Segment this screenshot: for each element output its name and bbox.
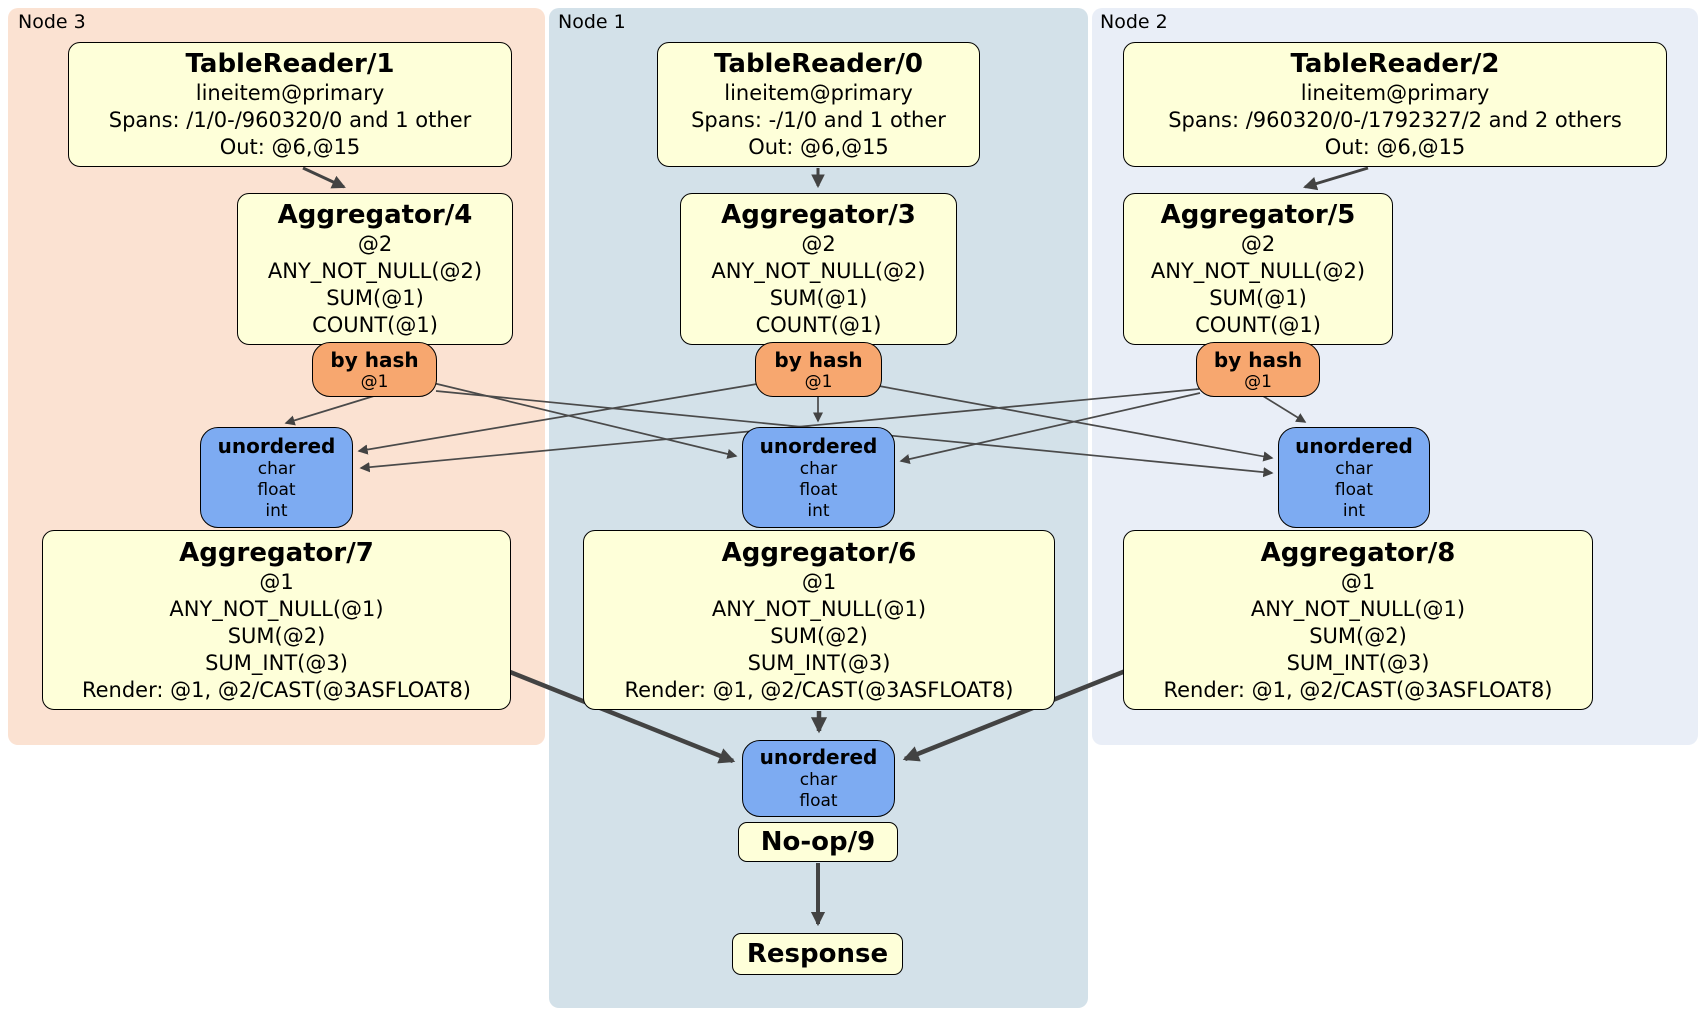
router-by-hash-node2: by hash @1 — [1196, 342, 1320, 397]
processor-title: Aggregator/5 — [1160, 200, 1356, 230]
box-aggregator-5: Aggregator/5 @2 ANY_NOT_NULL(@2) SUM(@1)… — [1123, 193, 1393, 345]
box-aggregator-3: Aggregator/3 @2 ANY_NOT_NULL(@2) SUM(@1)… — [680, 193, 957, 345]
box-aggregator-6: Aggregator/6 @1 ANY_NOT_NULL(@1) SUM(@2)… — [583, 530, 1055, 710]
edge-hash2-un1 — [899, 392, 1201, 465]
router-by-hash-node1: by hash @1 — [755, 342, 882, 397]
sync-unordered-node2: unordered char float int — [1278, 427, 1430, 528]
processor-title: Aggregator/3 — [721, 200, 916, 230]
box-aggregator-4: Aggregator/4 @2 ANY_NOT_NULL(@2) SUM(@1)… — [237, 193, 513, 345]
sync-unordered-final: unordered char float — [742, 740, 895, 817]
edge-hash1-un3 — [357, 383, 758, 455]
region-label-node3: Node 3 — [18, 11, 86, 33]
edge-agg8-unb — [902, 667, 1129, 762]
box-tablereader-1: TableReader/1 lineitem@primary Spans: /1… — [68, 42, 512, 167]
edge-tr1-agg4 — [302, 166, 346, 189]
box-aggregator-8: Aggregator/8 @1 ANY_NOT_NULL(@1) SUM(@2)… — [1123, 530, 1593, 710]
sync-unordered-node1: unordered char float int — [742, 427, 895, 528]
processor-title: Aggregator/8 — [1260, 537, 1456, 568]
processor-title: TableReader/0 — [714, 49, 923, 79]
edge-agg7-unb — [504, 667, 736, 764]
processor-title: TableReader/1 — [185, 49, 395, 79]
box-tablereader-2: TableReader/2 lineitem@primary Spans: /9… — [1123, 42, 1667, 167]
edges-tablereader-to-aggregator — [302, 166, 1369, 191]
region-label-node1: Node 1 — [558, 11, 626, 33]
processor-title: Aggregator/4 — [277, 200, 473, 230]
edge-hash2-un2 — [1262, 395, 1307, 423]
region-label-node2: Node 2 — [1100, 11, 1168, 33]
edge-tr2-agg5 — [1303, 166, 1369, 191]
edges-aggregator-to-final-sync — [504, 667, 1129, 764]
edge-hash3-un1 — [432, 382, 738, 459]
processor-title: Aggregator/7 — [179, 537, 374, 568]
processor-title: TableReader/2 — [1290, 49, 1500, 79]
sync-unordered-node3: unordered char float int — [200, 427, 353, 528]
box-aggregator-7: Aggregator/7 @1 ANY_NOT_NULL(@1) SUM(@2)… — [42, 530, 511, 710]
box-tablereader-0: TableReader/0 lineitem@primary Spans: -/… — [657, 42, 980, 167]
edge-hash3-un3 — [284, 395, 375, 426]
router-by-hash-node3: by hash @1 — [312, 342, 437, 397]
processor-title: Aggregator/6 — [721, 537, 917, 568]
box-response: Response — [732, 933, 903, 975]
box-noop-9: No-op/9 — [738, 822, 898, 862]
